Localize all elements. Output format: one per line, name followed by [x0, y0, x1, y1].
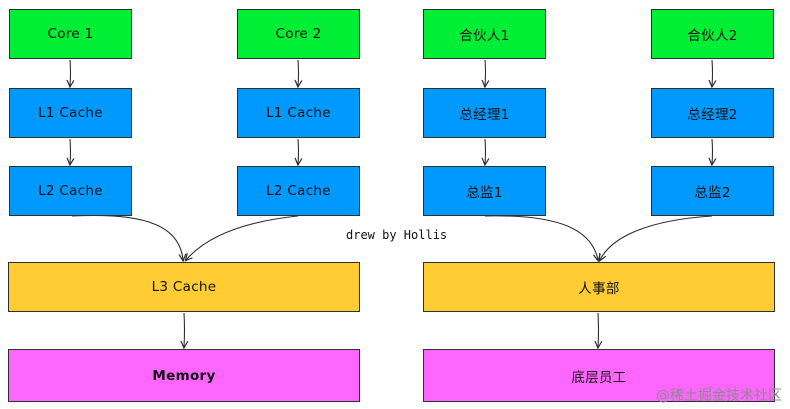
core-1-box: Core 1	[9, 9, 132, 59]
l2-cache-box-1: L2 Cache	[9, 166, 132, 216]
l2-cache-label-2: L2 Cache	[266, 183, 331, 199]
arrow-l1a-l2a	[70, 138, 71, 164]
general-manager-1-label: 总经理1	[459, 107, 510, 123]
arrow-core2-l1	[298, 59, 299, 86]
memory-box: Memory	[8, 349, 360, 402]
l1-cache-box-1: L1 Cache	[9, 88, 132, 138]
l3-cache-box: L3 Cache	[8, 262, 360, 312]
director-1-box: 总监1	[423, 166, 546, 216]
arrow-director1-hr	[484, 215, 598, 260]
general-manager-2-box: 总经理2	[651, 88, 774, 138]
arrow-director2-hr	[600, 215, 713, 260]
arrow-hr-staff	[598, 312, 599, 347]
director-2-box: 总监2	[651, 166, 774, 216]
director-1-label: 总监1	[466, 185, 503, 201]
arrow-partner1-gm1	[485, 59, 486, 86]
partner-1-box: 合伙人1	[423, 9, 546, 59]
core-2-label: Core 2	[275, 26, 322, 42]
core-2-box: Core 2	[237, 9, 360, 59]
staff-label: 底层员工	[571, 369, 627, 386]
arrow-l3-memory	[184, 312, 185, 347]
l3-cache-label: L3 Cache	[151, 279, 217, 295]
general-manager-2-label: 总经理2	[687, 107, 738, 123]
hr-department-label: 人事部	[578, 281, 620, 297]
arrow-gm1-director1	[485, 138, 486, 164]
partner-2-box: 合伙人2	[651, 9, 774, 59]
l1-cache-label-1: L1 Cache	[38, 105, 103, 121]
arrow-l1b-l2b	[298, 138, 299, 164]
arrow-gm2-director2	[712, 138, 713, 164]
core-1-label: Core 1	[47, 26, 94, 42]
staff-box: 底层员工	[423, 349, 775, 402]
arrow-l2a-l3	[71, 214, 183, 260]
general-manager-1-box: 总经理1	[423, 88, 546, 138]
l2-cache-box-2: L2 Cache	[237, 166, 360, 216]
arrow-l2b-l3	[186, 215, 299, 260]
arrow-core1-l1	[70, 59, 71, 86]
partner-1-label: 合伙人1	[459, 28, 510, 44]
l2-cache-label-1: L2 Cache	[38, 183, 103, 199]
l1-cache-box-2: L1 Cache	[237, 88, 360, 138]
watermark: @稀土掘金技术社区	[656, 388, 782, 404]
memory-label: Memory	[152, 367, 216, 384]
director-2-label: 总监2	[694, 185, 731, 201]
l1-cache-label-2: L1 Cache	[266, 105, 331, 121]
author-signature: drew by Hollis	[346, 228, 448, 242]
partner-2-label: 合伙人2	[687, 28, 738, 44]
arrow-partner2-gm2	[712, 59, 713, 86]
hr-department-box: 人事部	[423, 262, 775, 312]
